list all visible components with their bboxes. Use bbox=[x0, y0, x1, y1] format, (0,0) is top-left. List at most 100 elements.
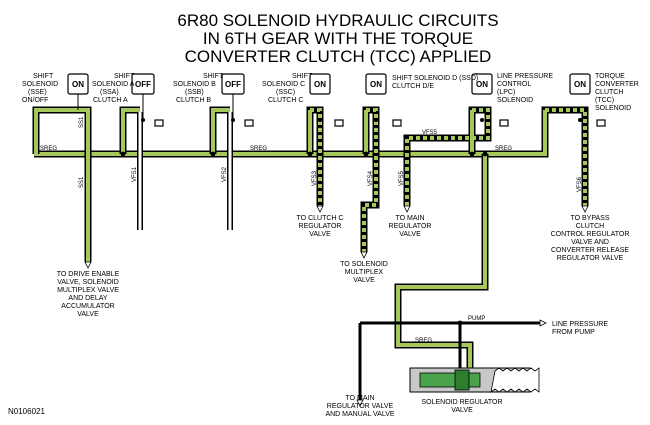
solenoid-sse: ON bbox=[67, 73, 89, 95]
svg-text:SREG: SREG bbox=[415, 338, 432, 344]
svg-text:CLUTCH B: CLUTCH B bbox=[176, 97, 211, 104]
svg-text:CLUTCH D/E: CLUTCH D/E bbox=[392, 83, 434, 90]
svg-text:CLUTCH A: CLUTCH A bbox=[93, 97, 128, 104]
svg-text:PUMP: PUMP bbox=[468, 316, 485, 322]
svg-text:MULTIPLEX: MULTIPLEX bbox=[345, 269, 384, 276]
svg-text:REGULATOR: REGULATOR bbox=[299, 223, 342, 230]
svg-text:SHIFT: SHIFT bbox=[292, 73, 313, 80]
svg-text:SS1: SS1 bbox=[79, 176, 85, 188]
svg-text:SHIFT SOLENOID D (SSD): SHIFT SOLENOID D (SSD) bbox=[392, 75, 478, 82]
svg-text:SOLENOID: SOLENOID bbox=[595, 105, 631, 112]
svg-text:(SSC): (SSC) bbox=[276, 89, 295, 96]
svg-text:SOLENOID A: SOLENOID A bbox=[92, 81, 135, 88]
tcc-circuit bbox=[541, 106, 589, 206]
svg-text:VALVE: VALVE bbox=[451, 407, 473, 414]
svg-text:CONVERTER: CONVERTER bbox=[595, 81, 639, 88]
junction-dots bbox=[120, 118, 582, 326]
svg-text:VFS4: VFS4 bbox=[368, 170, 374, 186]
svg-text:(SSB): (SSB) bbox=[185, 89, 204, 96]
svg-text:FROM PUMP: FROM PUMP bbox=[552, 329, 595, 336]
svg-text:VFS6: VFS6 bbox=[577, 176, 583, 192]
svg-text:CLUTCH: CLUTCH bbox=[576, 223, 604, 230]
svg-text:ON: ON bbox=[314, 80, 326, 89]
solenoid-tcc: ON bbox=[569, 73, 606, 127]
svg-text:TO CLUTCH C: TO CLUTCH C bbox=[297, 215, 344, 222]
svg-text:SOLENOID: SOLENOID bbox=[22, 81, 58, 88]
svg-text:TORQUE: TORQUE bbox=[595, 73, 625, 80]
title-line-3: CONVERTER CLUTCH (TCC) APPLIED bbox=[185, 47, 492, 66]
svg-text:SHIFT: SHIFT bbox=[203, 73, 224, 80]
svg-text:LINE PRESSURE: LINE PRESSURE bbox=[497, 73, 553, 80]
svg-text:VALVE: VALVE bbox=[353, 277, 375, 284]
svg-text:VALVE: VALVE bbox=[77, 311, 99, 318]
solenoid-ssb: OFF bbox=[221, 73, 254, 127]
svg-text:SREG: SREG bbox=[40, 146, 57, 152]
sreg-supply-rail bbox=[34, 138, 549, 158]
svg-text:VALVE AND: VALVE AND bbox=[571, 239, 609, 246]
flow-arrows bbox=[84, 205, 589, 407]
svg-text:TO BYPASS: TO BYPASS bbox=[570, 215, 609, 222]
svg-text:AND DELAY: AND DELAY bbox=[68, 295, 107, 302]
title-line-1: 6R80 SOLENOID HYDRAULIC CIRCUITS bbox=[177, 11, 498, 30]
svg-text:SS1: SS1 bbox=[79, 116, 85, 128]
callout-main-regulator: TO MAIN REGULATOR VALVE bbox=[389, 215, 432, 238]
solenoid-ssc: ON bbox=[309, 73, 344, 127]
svg-text:TO MAIN: TO MAIN bbox=[395, 215, 424, 222]
svg-text:TO MAIN: TO MAIN bbox=[345, 395, 374, 402]
ssa-circuit bbox=[119, 106, 143, 230]
svg-text:AND MANUAL VALVE: AND MANUAL VALVE bbox=[325, 411, 394, 418]
svg-text:CONVERTER RELEASE: CONVERTER RELEASE bbox=[551, 247, 629, 254]
callout-clutch-c: TO CLUTCH C REGULATOR VALVE bbox=[297, 215, 344, 238]
sse-circuit bbox=[32, 92, 92, 262]
svg-text:VFS5: VFS5 bbox=[422, 130, 438, 136]
svg-text:ON/OFF: ON/OFF bbox=[22, 97, 48, 104]
svg-text:OFF: OFF bbox=[225, 80, 241, 89]
callout-bypass-clutch: TO BYPASS CLUTCH CONTROL REGULATOR VALVE… bbox=[551, 215, 630, 262]
svg-text:ACCUMULATOR: ACCUMULATOR bbox=[61, 303, 114, 310]
svg-text:ON: ON bbox=[476, 80, 488, 89]
solenoid-lpc: ON bbox=[471, 73, 509, 127]
svg-text:REGULATOR: REGULATOR bbox=[389, 223, 432, 230]
svg-text:ON: ON bbox=[72, 80, 84, 89]
svg-text:VFS1: VFS1 bbox=[132, 166, 138, 182]
svg-text:OFF: OFF bbox=[135, 80, 151, 89]
svg-text:CLUTCH C: CLUTCH C bbox=[268, 97, 303, 104]
svg-text:SOLENOID: SOLENOID bbox=[497, 97, 533, 104]
callout-line-pressure: LINE PRESSURE FROM PUMP bbox=[552, 321, 608, 336]
lpc-circuit bbox=[403, 106, 492, 206]
svg-text:(SSE): (SSE) bbox=[28, 89, 47, 96]
svg-text:CLUTCH: CLUTCH bbox=[595, 89, 623, 96]
svg-text:VFS3: VFS3 bbox=[312, 170, 318, 186]
svg-text:VFS2: VFS2 bbox=[222, 166, 228, 182]
svg-text:TO SOLENOID: TO SOLENOID bbox=[340, 261, 388, 268]
svg-text:CONTROL: CONTROL bbox=[497, 81, 531, 88]
pump-line bbox=[358, 321, 540, 400]
svg-text:SOLENOID REGULATOR: SOLENOID REGULATOR bbox=[421, 399, 502, 406]
svg-text:(TCC): (TCC) bbox=[595, 97, 614, 104]
svg-text:REGULATOR VALVE: REGULATOR VALVE bbox=[557, 255, 624, 262]
callout-solenoid-regulator: SOLENOID REGULATOR VALVE bbox=[421, 399, 502, 414]
svg-text:ON: ON bbox=[574, 80, 586, 89]
figure-code: N0106021 bbox=[8, 407, 45, 416]
sreg-feed-line bbox=[394, 154, 489, 370]
svg-text:VFS5: VFS5 bbox=[399, 170, 405, 186]
ssc-circuit bbox=[306, 106, 324, 206]
svg-text:SHIFT: SHIFT bbox=[114, 73, 135, 80]
svg-text:CONTROL REGULATOR: CONTROL REGULATOR bbox=[551, 231, 630, 238]
solenoid-ssa: OFF bbox=[131, 73, 164, 127]
svg-text:SOLENOID C: SOLENOID C bbox=[262, 81, 305, 88]
circuit-codes: SREG SREG SREG VFS5 PUMP SREG SS1 SS1 VF… bbox=[40, 116, 583, 344]
svg-text:VALVE, SOLENOID: VALVE, SOLENOID bbox=[57, 279, 119, 286]
solenoid-ssd: ON bbox=[365, 73, 402, 127]
svg-text:VALVE: VALVE bbox=[399, 231, 421, 238]
callout-solenoid-multiplex: TO SOLENOID MULTIPLEX VALVE bbox=[340, 261, 388, 284]
callout-main-manual: TO MAIN REGULATOR VALVE AND MANUAL VALVE bbox=[325, 395, 394, 418]
solenoid-regulator-valve bbox=[409, 367, 540, 393]
svg-text:SOLENOID B: SOLENOID B bbox=[173, 81, 216, 88]
svg-text:SHIFT: SHIFT bbox=[33, 73, 54, 80]
callout-drive-enable: TO DRIVE ENABLE VALVE, SOLENOID MULTIPLE… bbox=[57, 271, 120, 318]
ssb-circuit bbox=[209, 106, 233, 230]
diagram-title: 6R80 SOLENOID HYDRAULIC CIRCUITS IN 6TH … bbox=[177, 11, 498, 66]
svg-text:MULTIPLEX VALVE: MULTIPLEX VALVE bbox=[57, 287, 119, 294]
